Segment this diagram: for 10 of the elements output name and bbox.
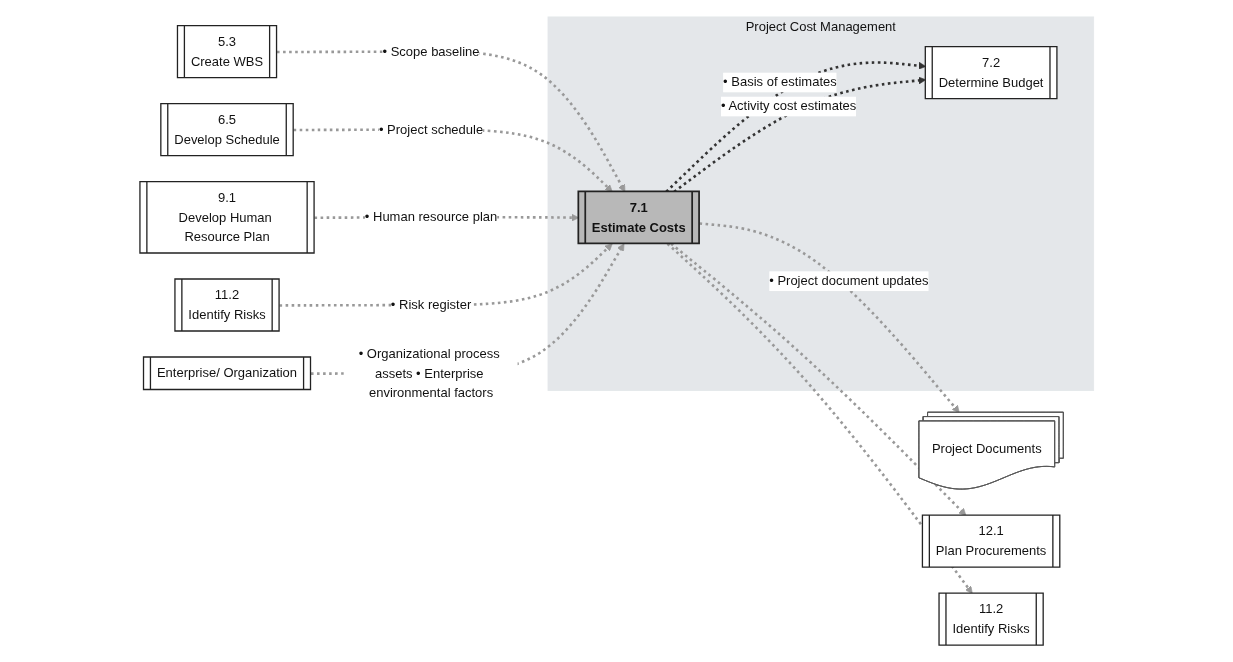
arrow bbox=[699, 222, 960, 413]
arrow bbox=[310, 243, 625, 375]
edge-label: • Project document updates bbox=[768, 272, 929, 288]
edge-label: • Scope baseline bbox=[382, 43, 480, 59]
edge-label: • Activity cost estimates bbox=[720, 98, 856, 114]
edge-label: • Basis of estimates bbox=[722, 74, 837, 90]
edge-label: • Risk register bbox=[390, 296, 471, 312]
edge-label: • Human resource plan bbox=[364, 209, 497, 224]
edge-label: • Project schedule bbox=[378, 121, 483, 137]
edge-label: • Organizational process assets • Enterprise environmental factors bbox=[358, 345, 500, 400]
